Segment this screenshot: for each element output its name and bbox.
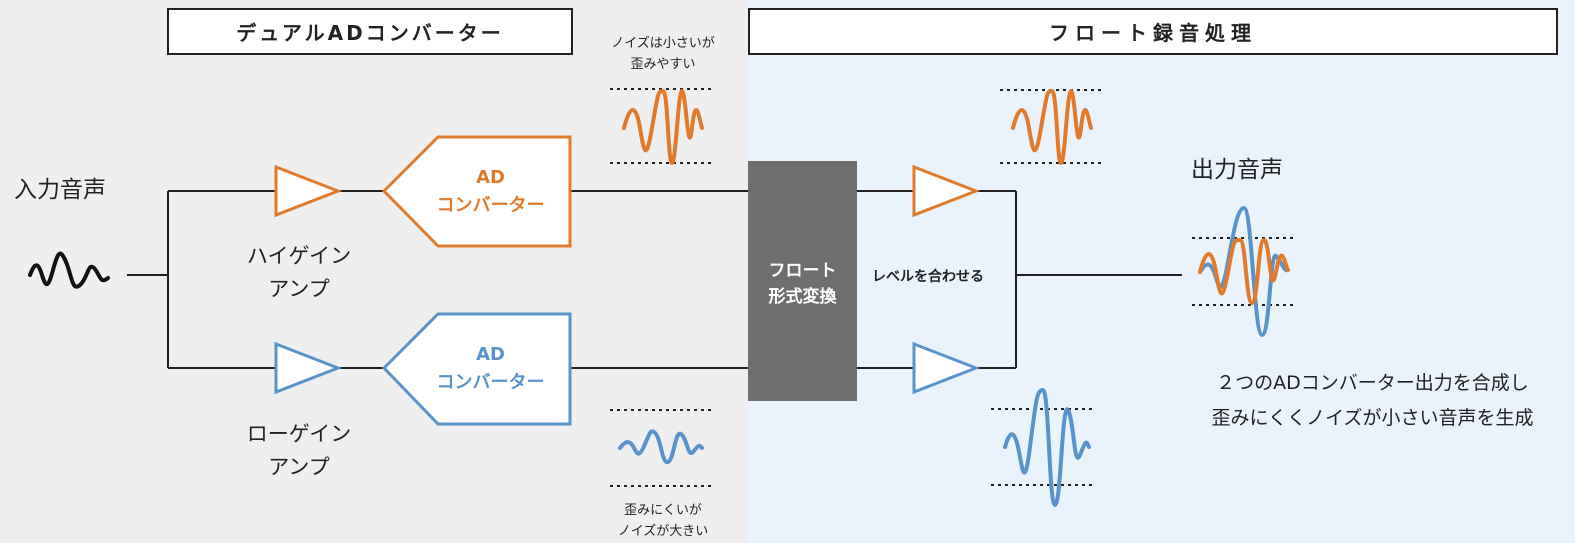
- low-gain-amp-icon: [274, 341, 343, 395]
- input-label: 入力音声: [14, 177, 106, 203]
- low-gain-amp-label-line1: ローゲイン: [246, 422, 352, 446]
- high-gain-amp-icon: [274, 164, 343, 218]
- output-label: 出力音声: [1191, 157, 1283, 183]
- high-level-amp-icon: [912, 164, 981, 218]
- dual-ad-section-header: デュアルADコンバーター: [167, 8, 573, 55]
- high-gain-clipped-waveform-icon: [622, 88, 704, 166]
- high-level-waveform-icon: [1011, 88, 1093, 166]
- float-conversion-block: [748, 161, 857, 401]
- float-conversion-label: フロート 形式変換: [748, 258, 857, 310]
- high-ad-converter-label: AD コンバーター: [418, 164, 563, 220]
- result-note-line2: 歪みにくくノイズが小さい音声を生成: [1211, 407, 1534, 429]
- float-conversion-label-line1: フロート: [768, 261, 837, 281]
- float-section-title: フロート録音処理: [1049, 21, 1257, 45]
- result-note-line1: ２つのADコンバーター出力を合成し: [1216, 372, 1529, 394]
- high-gain-note: ノイズは小さいが 歪みやすい: [583, 33, 743, 75]
- low-gain-noisy-waveform-icon: [618, 429, 704, 464]
- low-gain-amp-label: ローゲイン アンプ: [234, 418, 364, 484]
- result-note: ２つのADコンバーター出力を合成し 歪みにくくノイズが小さい音声を生成: [1175, 366, 1570, 436]
- level-match-label: レベルを合わせる: [872, 269, 984, 285]
- high-ad-converter-label-line1: AD: [476, 167, 505, 188]
- high-ad-converter-label-line2: コンバーター: [436, 195, 545, 216]
- high-gain-amp-label: ハイゲイン アンプ: [234, 240, 364, 306]
- float-conversion-label-line2: 形式変換: [768, 287, 837, 307]
- low-gain-note: 歪みにくいが ノイズが大きい: [583, 500, 743, 542]
- float-panel-background: [748, 0, 1575, 543]
- low-level-amp-icon: [912, 341, 981, 395]
- low-gain-amp-label-line2: アンプ: [268, 455, 330, 479]
- high-ad-converter: [381, 135, 572, 248]
- float-section-header: フロート録音処理: [748, 8, 1558, 55]
- signal-wires: [127, 190, 1182, 369]
- high-gain-note-line1: ノイズは小さいが: [611, 36, 715, 51]
- dual-ad-section-title: デュアルADコンバーター: [236, 21, 504, 45]
- input-waveform-icon: [28, 251, 110, 289]
- low-gain-note-line2: ノイズが大きい: [617, 524, 709, 539]
- low-ad-converter-label-line1: AD: [476, 344, 505, 365]
- high-gain-amp-label-line1: ハイゲイン: [246, 244, 352, 268]
- output-combined-waveform-icon: [1198, 237, 1290, 306]
- low-level-waveform-icon: [1003, 387, 1091, 508]
- low-ad-converter: [381, 312, 572, 426]
- high-gain-note-line2: 歪みやすい: [630, 57, 696, 72]
- low-ad-converter-label-line2: コンバーター: [436, 372, 545, 393]
- low-ad-converter-label: AD コンバーター: [418, 341, 563, 397]
- low-gain-note-line1: 歪みにくいが: [624, 503, 702, 518]
- high-gain-amp-label-line2: アンプ: [268, 277, 330, 301]
